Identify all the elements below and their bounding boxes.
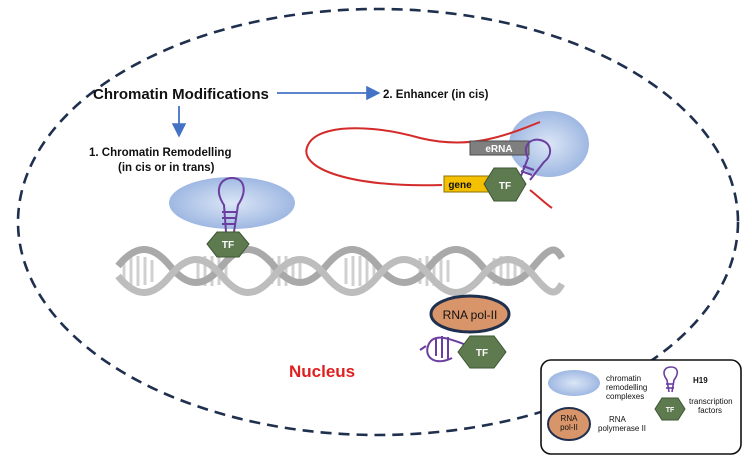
- legend-h19-icon: [663, 366, 679, 393]
- svg-text:transcription: transcription: [689, 397, 733, 406]
- svg-text:complexes: complexes: [606, 392, 644, 401]
- gene-box: gene: [443, 175, 491, 193]
- legend: chromatin remodelling complexes H19 RNA …: [540, 359, 742, 455]
- tf-remodelling: TF: [206, 231, 250, 258]
- dna-helix: [115, 246, 566, 296]
- chromatin-remodelling-complex-enhancer: [509, 111, 589, 177]
- rna-pol-ii-complex: RNA pol-II: [429, 294, 511, 334]
- chromatin-loop: [305, 121, 541, 187]
- chromatin-remodelling-complex: [169, 177, 295, 229]
- svg-text:pol-II: pol-II: [560, 423, 578, 432]
- label-chromatin-modifications: Chromatin Modifications: [93, 86, 269, 103]
- erna-box: eRNA: [469, 140, 530, 156]
- label-remodelling-line2: (in cis or in trans): [118, 162, 215, 174]
- svg-text:TF: TF: [222, 240, 234, 251]
- tf-enhancer: TF: [483, 167, 527, 202]
- label-remodelling-line1: 1. Chromatin Remodelling: [89, 147, 232, 159]
- svg-text:RNA: RNA: [609, 415, 627, 424]
- label-enhancer: 2. Enhancer (in cis): [383, 89, 489, 101]
- svg-text:TF: TF: [476, 348, 488, 359]
- svg-text:RNA: RNA: [561, 414, 579, 423]
- label-nucleus: Nucleus: [289, 362, 355, 381]
- h19-rna-enhancer: [520, 138, 552, 181]
- h19-rna-polymerase: [419, 336, 467, 363]
- svg-text:polymerase II: polymerase II: [598, 424, 646, 433]
- svg-text:remodelling: remodelling: [606, 383, 647, 392]
- svg-text:factors: factors: [698, 406, 722, 415]
- legend-chromatin-swatch: [548, 370, 600, 396]
- svg-text:chromatin: chromatin: [606, 374, 641, 383]
- svg-text:H19: H19: [693, 376, 708, 385]
- svg-text:RNA pol-II: RNA pol-II: [443, 308, 498, 322]
- legend-rnapol-swatch: RNA pol-II: [547, 407, 591, 441]
- svg-text:TF: TF: [499, 181, 511, 192]
- nucleus-boundary: [16, 7, 740, 437]
- h19-rna-remodelling: [217, 176, 245, 233]
- legend-tf-swatch: TF: [654, 397, 686, 421]
- tf-rna-polymerase: TF: [457, 335, 507, 369]
- chromatin-loop-tail: [529, 189, 553, 209]
- svg-text:eRNA: eRNA: [485, 144, 512, 155]
- svg-text:TF: TF: [666, 407, 675, 414]
- svg-text:gene: gene: [448, 180, 472, 191]
